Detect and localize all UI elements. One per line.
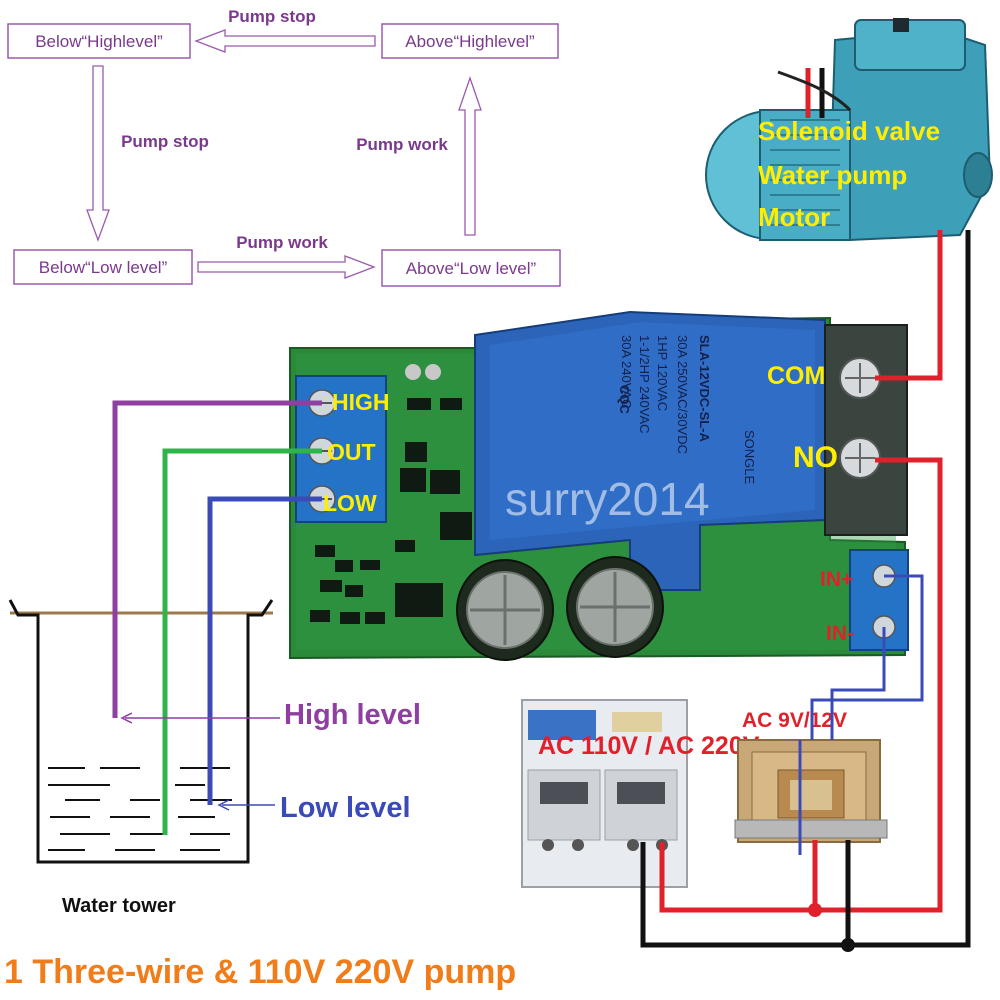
relay-brand: SONGLE <box>742 430 757 485</box>
label-high: HIGH <box>332 389 390 415</box>
label-no: NO <box>793 441 838 474</box>
arrow-right <box>458 76 482 236</box>
state-box-below-high <box>7 23 191 59</box>
wire-out <box>162 448 322 835</box>
pump-label-3: Motor <box>758 202 830 232</box>
label-out: OUT <box>327 439 376 465</box>
capacitors <box>456 556 664 661</box>
relay-rating-1: 30A 250VAC/30VDC <box>675 335 690 454</box>
arrow-left <box>86 65 110 242</box>
probe-wires: High level Low level <box>112 400 421 835</box>
action-right: Pump work <box>356 135 448 154</box>
transformer-label: AC 9V/12V <box>742 709 847 732</box>
state-flow-chart: Below“Highlevel” Above“Highlevel” Below“… <box>7 7 561 287</box>
label-in-plus: IN+ <box>820 568 853 591</box>
action-left: Pump stop <box>121 132 209 151</box>
wire-ac-in-plus <box>810 574 924 740</box>
action-top: Pump stop <box>228 7 316 26</box>
watermark: surry2014 <box>505 473 710 525</box>
footer-caption: 1 Three-wire & 110V 220V pump <box>4 953 516 991</box>
state-box-below-low <box>13 249 193 285</box>
state-above-low: Above“Low level” <box>406 259 537 278</box>
label-low: LOW <box>323 490 377 516</box>
state-below-low: Below“Low level” <box>39 258 168 277</box>
pump-label-2: Water pump <box>758 160 907 190</box>
label-high-level: High level <box>284 699 421 731</box>
wire-high <box>112 400 322 718</box>
water-pump: Solenoid valve Water pump Motor <box>705 18 993 242</box>
circuit-breaker: AC 110V / AC 220V <box>521 699 760 888</box>
pump-label-1: Solenoid valve <box>758 116 940 146</box>
tank-outline <box>8 599 274 864</box>
wire-neutral <box>640 230 971 948</box>
state-above-high: Above“Highlevel” <box>405 32 535 51</box>
arrow-bottom <box>197 255 376 279</box>
relay-cert: CQC <box>617 385 632 415</box>
mains-wiring <box>640 230 971 952</box>
relay-rating-4: 30A 240VAC <box>619 335 634 408</box>
label-com: COM <box>767 362 825 390</box>
action-bottom: Pump work <box>236 233 328 252</box>
state-box-above-high <box>381 23 559 59</box>
breaker-label: AC 110V / AC 220V <box>538 732 760 760</box>
relay-model: SLA-12VDC-SL-A <box>697 335 712 443</box>
label-low-level: Low level <box>280 792 411 824</box>
arrow-top <box>194 29 376 53</box>
relay-rating-3: 1-1/2HP 240VAC <box>637 335 652 434</box>
wire-com <box>875 230 943 381</box>
relay-module: SLA-12VDC-SL-A 30A 250VAC/30VDC 1HP 120V… <box>289 310 909 661</box>
water-tower: Water tower <box>8 599 274 917</box>
wire-low <box>207 496 322 805</box>
relay-rating-2: 1HP 120VAC <box>655 335 670 411</box>
state-below-high: Below“Highlevel” <box>35 32 163 51</box>
state-box-above-low <box>381 249 561 287</box>
wire-no <box>659 457 943 913</box>
output-terminal-block <box>824 324 908 536</box>
label-in-minus: IN- <box>826 622 854 645</box>
tank-caption: Water tower <box>62 895 176 917</box>
wire-ac-in-minus <box>830 627 886 740</box>
transformer: AC 9V/12V <box>734 709 888 843</box>
